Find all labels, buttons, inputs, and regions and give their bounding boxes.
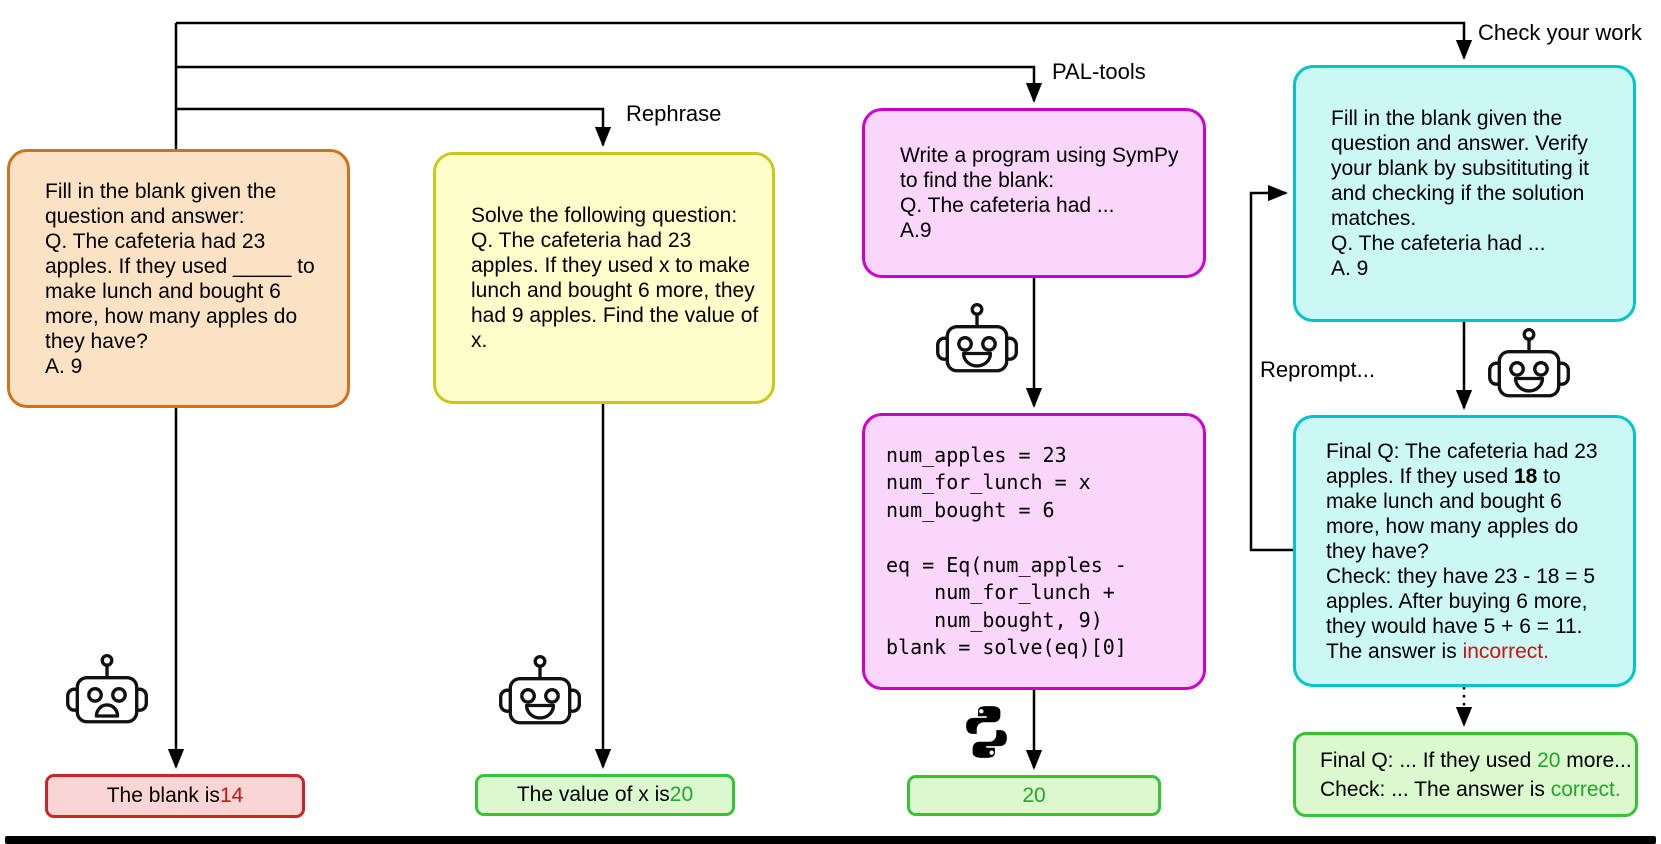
robot-happy-icon — [931, 300, 1023, 384]
check-final-box: Final Q: The cafeteria had 23 apples. If… — [1293, 415, 1636, 687]
check-result-seg2: more... Check: ... The answer is — [1320, 748, 1632, 801]
check-result-verdict: correct. — [1550, 777, 1621, 801]
pal-code-box: num_apples = 23 num_for_lunch = x num_bo… — [862, 413, 1206, 690]
rephrase-result-text: The value of x is — [516, 783, 670, 806]
check-prompt-box: Fill in the blank given the question and… — [1293, 65, 1636, 322]
check-your-work-branch-label: Check your work — [1478, 20, 1642, 45]
rephrase-result-box: The value of x is 20 — [475, 774, 735, 816]
rephrase-prompt-text: Solve the following question: Q. The caf… — [471, 204, 759, 352]
reprompt-label: Reprompt... — [1260, 357, 1375, 382]
fill-blank-result-value: 14 — [219, 784, 244, 807]
robot-happy-icon — [1483, 325, 1575, 409]
fill-blank-prompt-box: Fill in the blank given the question and… — [7, 149, 350, 408]
robot-sad-icon — [61, 651, 153, 735]
slide-bottom-border — [5, 836, 1656, 844]
rephrase-prompt-box: Solve the following question: Q. The caf… — [433, 152, 775, 404]
pal-prompt-box: Write a program using SymPy to find the … — [862, 108, 1206, 278]
pal-code-text: num_apples = 23 num_for_lunch = x num_bo… — [886, 442, 1127, 660]
check-prompt-text: Fill in the blank given the question and… — [1331, 107, 1589, 280]
pal-result-box: 20 — [907, 775, 1161, 816]
pal-tools-branch-label: PAL-tools — [1052, 59, 1146, 84]
check-final-seg2: to make lunch and bought 6 more, how man… — [1326, 464, 1596, 663]
rephrase-branch-label: Rephrase — [626, 101, 722, 126]
check-final-verdict: incorrect. — [1462, 639, 1549, 663]
check-final-blank-value: 18 — [1513, 464, 1538, 488]
check-result-text: Final Q: ... If they used 20 more... Che… — [1296, 746, 1632, 804]
pal-prompt-text: Write a program using SymPy to find the … — [900, 144, 1179, 242]
python-logo-icon — [959, 704, 1014, 760]
fill-blank-result-text: The blank is — [106, 784, 220, 807]
check-final-seg1: Final Q: The cafeteria had 23 apples. If… — [1326, 439, 1598, 488]
pal-result-value: 20 — [1022, 783, 1046, 807]
fill-blank-prompt-text: Fill in the blank given the question and… — [45, 179, 315, 378]
check-result-seg1: Final Q: ... If they used — [1320, 748, 1538, 772]
rephrase-result-value: 20 — [669, 783, 694, 806]
check-result-box: Final Q: ... If they used 20 more... Che… — [1293, 732, 1638, 817]
robot-happy-icon — [494, 652, 586, 736]
check-final-text: Final Q: The cafeteria had 23 apples. If… — [1296, 439, 1606, 664]
fill-blank-result-box: The blank is 14 — [45, 774, 305, 818]
check-result-value: 20 — [1537, 748, 1561, 772]
